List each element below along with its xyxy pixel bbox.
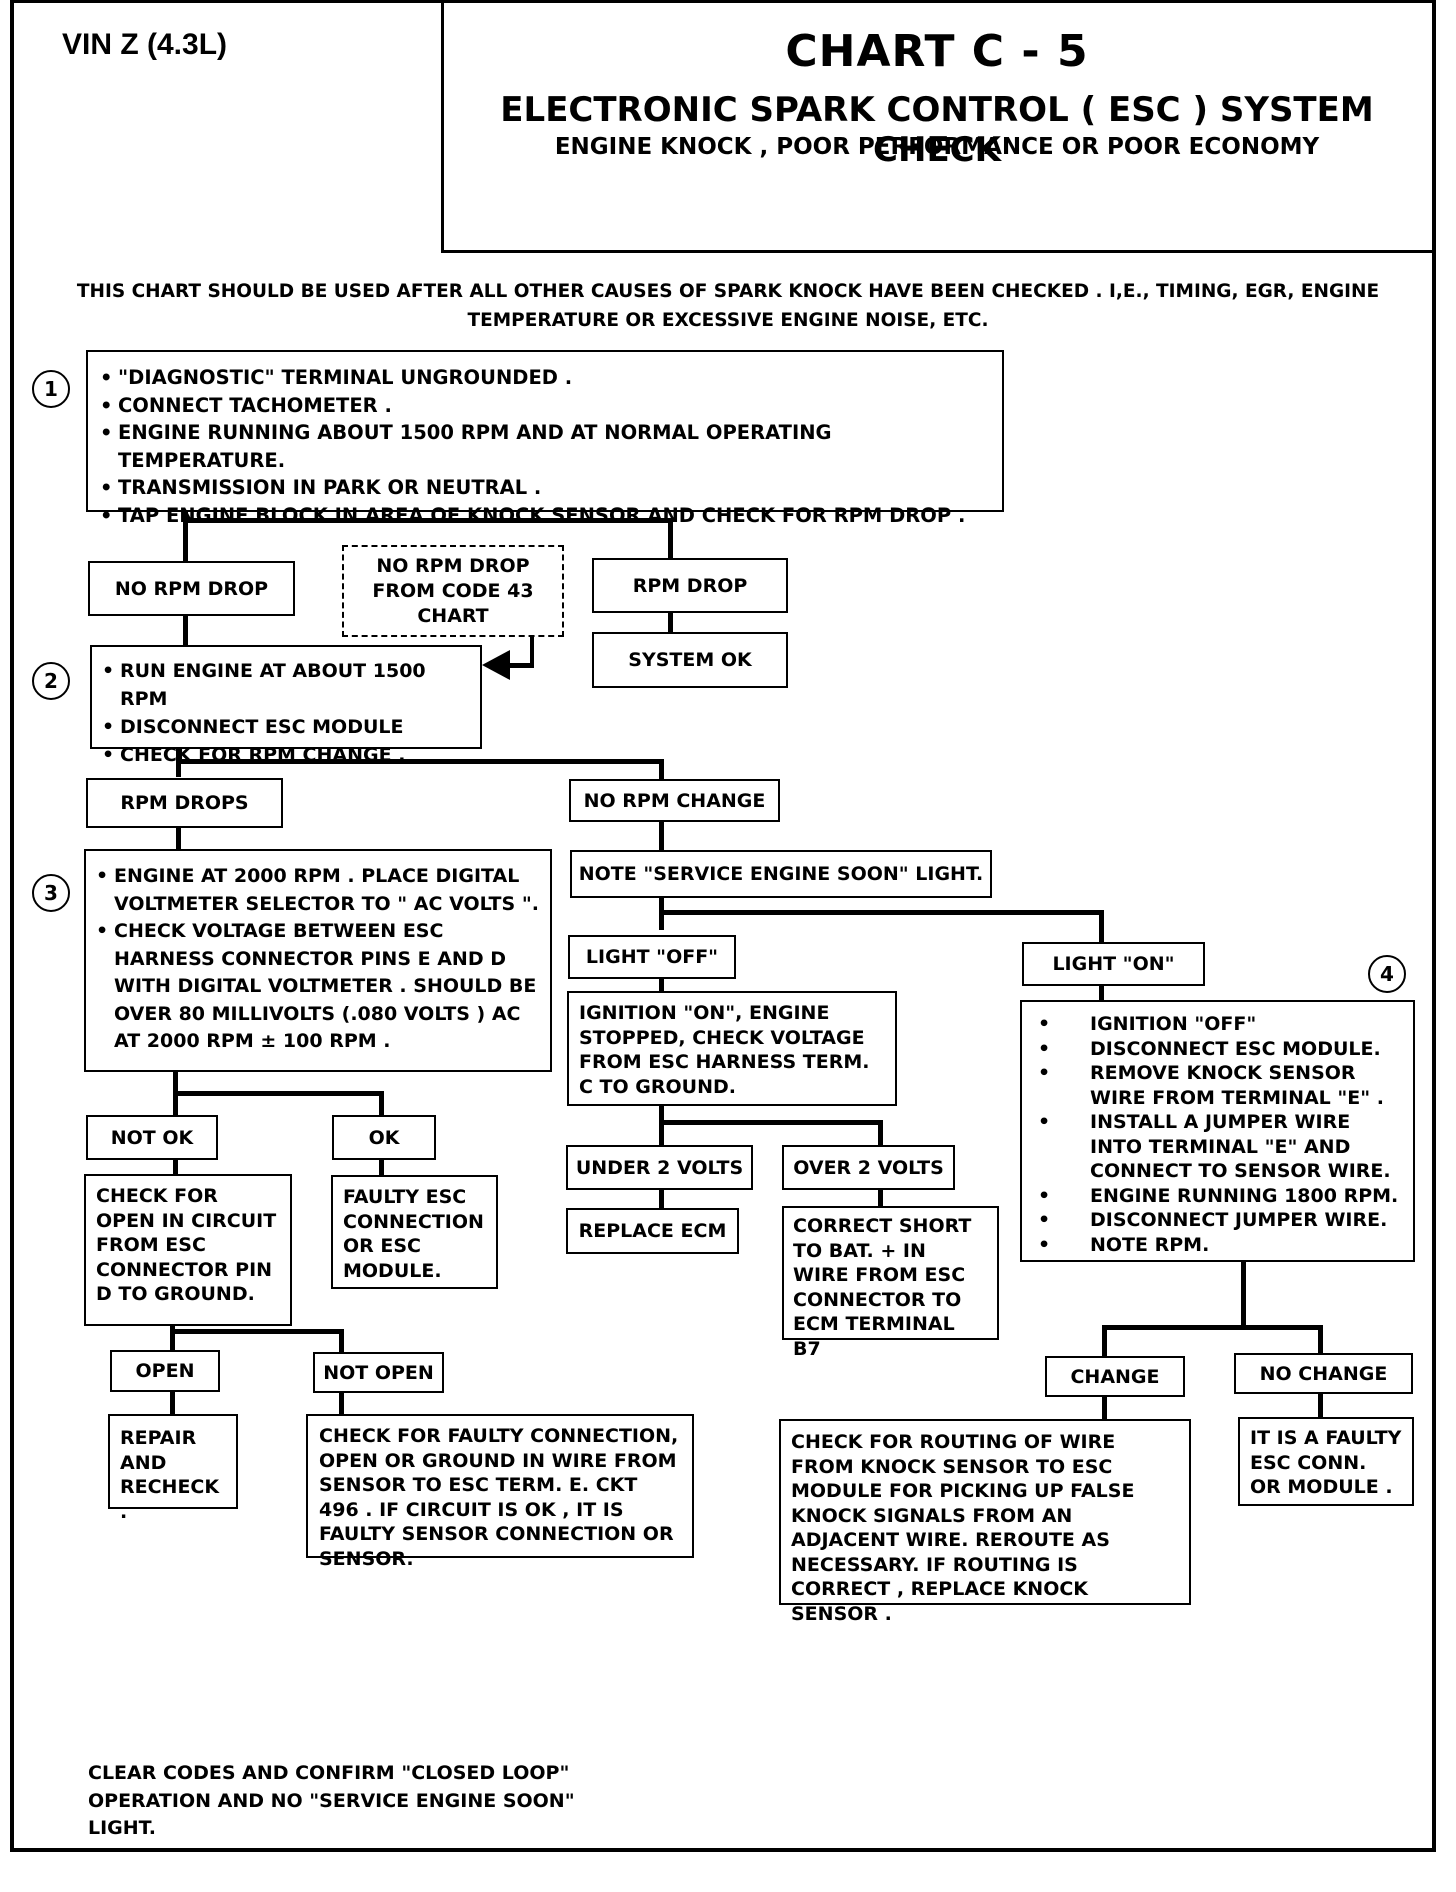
not-open-box: NOT OPEN bbox=[313, 1352, 444, 1393]
connector bbox=[170, 1324, 175, 1351]
connector bbox=[173, 1157, 178, 1175]
step-number-2: 2 bbox=[32, 662, 70, 700]
connector bbox=[1102, 1325, 1323, 1330]
connector bbox=[379, 1157, 384, 1175]
connector bbox=[659, 1104, 664, 1146]
step1-box: "DIAGNOSTIC" TERMINAL UNGROUNDED . CONNE… bbox=[86, 350, 1004, 529]
connector bbox=[659, 1188, 664, 1210]
under-2-volts-box: UNDER 2 VOLTS bbox=[566, 1145, 753, 1190]
over-2-volts-box: OVER 2 VOLTS bbox=[782, 1145, 955, 1190]
connector bbox=[183, 587, 188, 647]
connector bbox=[1241, 1260, 1246, 1330]
connector bbox=[659, 819, 664, 852]
intro-line-2: TEMPERATURE OR EXCESSIVE ENGINE NOISE, E… bbox=[467, 310, 989, 331]
light-on-box: LIGHT "ON" bbox=[1022, 942, 1205, 986]
step-number-4: 4 bbox=[1368, 955, 1406, 993]
connector bbox=[878, 1188, 883, 1222]
repair-box: REPAIR AND RECHECK . bbox=[108, 1414, 238, 1523]
check-open-box: CHECK FOR OPEN IN CIRCUIT FROM ESC CONNE… bbox=[84, 1174, 292, 1326]
connector bbox=[170, 1329, 344, 1334]
connector bbox=[659, 759, 664, 781]
step3-item: CHECK VOLTAGE BETWEEN ESC HARNESS CONNEC… bbox=[96, 918, 540, 1056]
faulty-esc-box: FAULTY ESC CONNECTION OR ESC MODULE. bbox=[331, 1175, 498, 1289]
intro-note: THIS CHART SHOULD BE USED AFTER ALL OTHE… bbox=[70, 277, 1386, 335]
step4-item: ENGINE RUNNING 1800 RPM. bbox=[1032, 1184, 1403, 1209]
step1-item: ENGINE RUNNING ABOUT 1500 RPM AND AT NOR… bbox=[100, 419, 990, 474]
no-rpm-drop-box: NO RPM DROP bbox=[88, 561, 295, 616]
connector bbox=[878, 1120, 883, 1148]
step1-item: TAP ENGINE BLOCK IN AREA OF KNOCK SENSOR… bbox=[100, 502, 990, 530]
connector bbox=[1099, 910, 1104, 946]
step3-box: ENGINE AT 2000 RPM . PLACE DIGITAL VOLTM… bbox=[84, 849, 552, 1072]
connector bbox=[339, 1329, 344, 1352]
light-off-box: LIGHT "OFF" bbox=[568, 935, 736, 979]
connector bbox=[183, 509, 188, 562]
intro-line-1: THIS CHART SHOULD BE USED AFTER ALL OTHE… bbox=[76, 281, 1380, 302]
chart-subtitle: ENGINE KNOCK , POOR PERFORMANCE OR POOR … bbox=[554, 134, 1320, 160]
chart-title: ELECTRONIC SPARK CONTROL ( ESC ) SYSTEM … bbox=[500, 90, 1374, 170]
check-faulty-connection-box: CHECK FOR FAULTY CONNECTION, OPEN OR GRO… bbox=[306, 1414, 694, 1570]
connector bbox=[173, 1091, 384, 1096]
step2-item: RUN ENGINE AT ABOUT 1500 RPM bbox=[102, 657, 470, 713]
step4-item: DISCONNECT ESC MODULE. bbox=[1032, 1037, 1403, 1062]
ignition-check-box: IGNITION "ON", ENGINE STOPPED, CHECK VOL… bbox=[567, 991, 897, 1106]
step2-item: DISCONNECT ESC MODULE bbox=[102, 713, 470, 741]
connector bbox=[659, 978, 664, 992]
footer-line-2: OPERATION AND NO "SERVICE ENGINE SOON" bbox=[88, 1789, 575, 1812]
step2-item: CHECK FOR RPM CHANGE . bbox=[102, 741, 470, 769]
step1-item: TRANSMISSION IN PARK OR NEUTRAL . bbox=[100, 474, 990, 502]
step4-item: REMOVE KNOCK SENSOR WIRE FROM TERMINAL "… bbox=[1032, 1061, 1403, 1110]
step1-item: "DIAGNOSTIC" TERMINAL UNGROUNDED . bbox=[100, 364, 990, 392]
footer-line-3: LIGHT. bbox=[88, 1817, 156, 1839]
connector bbox=[176, 825, 181, 851]
no-rpm-change-box: NO RPM CHANGE bbox=[569, 779, 780, 822]
open-box: OPEN bbox=[110, 1350, 220, 1392]
step-number-1: 1 bbox=[32, 370, 70, 408]
step3-item: ENGINE AT 2000 RPM . PLACE DIGITAL VOLTM… bbox=[96, 863, 540, 918]
no-change-box: NO CHANGE bbox=[1234, 1353, 1413, 1394]
connector bbox=[1102, 1325, 1107, 1358]
connector bbox=[1318, 1325, 1323, 1355]
connector bbox=[1102, 1394, 1107, 1420]
change-box: CHANGE bbox=[1045, 1356, 1185, 1397]
connector bbox=[668, 612, 673, 633]
arrow-head-icon bbox=[482, 650, 510, 680]
connector bbox=[170, 1389, 175, 1415]
step4-item: DISCONNECT JUMPER WIRE. bbox=[1032, 1208, 1403, 1233]
step1-item: CONNECT TACHOMETER . bbox=[100, 392, 990, 420]
chart-id: CHART C - 5 bbox=[785, 26, 1089, 77]
footer-note: CLEAR CODES AND CONFIRM "CLOSED LOOP" OP… bbox=[88, 1760, 575, 1843]
page-frame bbox=[10, 0, 1436, 1852]
step2-box: RUN ENGINE AT ABOUT 1500 RPM DISCONNECT … bbox=[90, 645, 482, 769]
replace-ecm-box: REPLACE ECM bbox=[566, 1208, 739, 1254]
faulty-conn-module-box: IT IS A FAULTY ESC CONN. OR MODULE . bbox=[1238, 1417, 1414, 1506]
system-ok-box: SYSTEM OK bbox=[592, 632, 788, 688]
connector bbox=[379, 1091, 384, 1116]
connector bbox=[659, 1120, 883, 1125]
vin-label: VIN Z (4.3L) bbox=[62, 28, 228, 61]
check-routing-box: CHECK FOR ROUTING OF WIRE FROM KNOCK SEN… bbox=[779, 1419, 1191, 1625]
connector bbox=[668, 518, 673, 560]
connector bbox=[339, 1391, 344, 1415]
step-number-3: 3 bbox=[32, 874, 70, 912]
step4-item: IGNITION "OFF" bbox=[1032, 1012, 1403, 1037]
ok-box: OK bbox=[332, 1115, 436, 1160]
code43-box: NO RPM DROP FROM CODE 43 CHART bbox=[342, 545, 564, 637]
connector bbox=[1099, 983, 1104, 1001]
arrow-shaft bbox=[506, 663, 534, 668]
note-ses-box: NOTE "SERVICE ENGINE SOON" LIGHT. bbox=[570, 850, 992, 898]
step4-item: NOTE RPM. bbox=[1032, 1233, 1403, 1258]
connector bbox=[659, 910, 1104, 915]
correct-short-box: CORRECT SHORT TO BAT. + IN WIRE FROM ESC… bbox=[782, 1206, 999, 1360]
arrow-shaft bbox=[530, 637, 534, 667]
not-ok-box: NOT OK bbox=[86, 1115, 218, 1160]
footer-line-1: CLEAR CODES AND CONFIRM "CLOSED LOOP" bbox=[88, 1762, 570, 1784]
connector bbox=[1318, 1391, 1323, 1418]
step4-box: IGNITION "OFF" DISCONNECT ESC MODULE. RE… bbox=[1020, 1000, 1415, 1262]
rpm-drops-box: RPM DROPS bbox=[86, 778, 283, 828]
rpm-drop-box: RPM DROP bbox=[592, 558, 788, 613]
step4-item: INSTALL A JUMPER WIRE INTO TERMINAL "E" … bbox=[1032, 1110, 1403, 1184]
title-box bbox=[441, 0, 1433, 253]
